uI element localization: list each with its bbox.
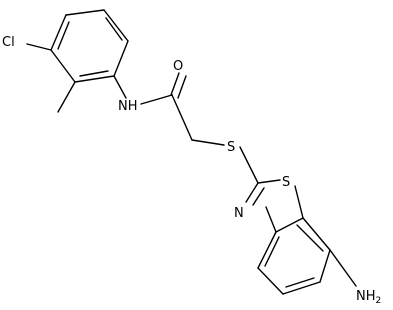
thiazole-ring <box>245 179 304 233</box>
benzo-ring <box>257 217 331 295</box>
ring-sulfur-label: S <box>282 175 290 190</box>
carbonyl-double-bond-a <box>170 72 180 96</box>
aryl-n-bond <box>113 75 127 99</box>
chlorophenyl-ring <box>50 9 129 83</box>
c-nh2-bond <box>329 249 357 287</box>
methyl-bond <box>57 81 76 113</box>
thioether-sulfur-label: S <box>227 140 235 155</box>
s-c2-bond <box>239 146 259 184</box>
carbonyl-double-bond-b <box>177 75 187 99</box>
c-cl-bond <box>26 43 52 51</box>
ring-nitrogen-label: N <box>234 206 244 221</box>
chlorine-label: Cl <box>2 35 15 50</box>
ch2-s-bond <box>191 139 225 146</box>
amide-nh-label: NH <box>118 99 138 114</box>
amino-subscript: 2 <box>376 296 382 306</box>
amino-label: NH2 <box>356 289 381 306</box>
amino-nh: NH <box>356 289 376 304</box>
n-carbonyl-bond <box>140 94 173 105</box>
carbonyl-oxygen-label: O <box>173 59 183 74</box>
carbonyl-ch2-bond <box>171 94 193 141</box>
